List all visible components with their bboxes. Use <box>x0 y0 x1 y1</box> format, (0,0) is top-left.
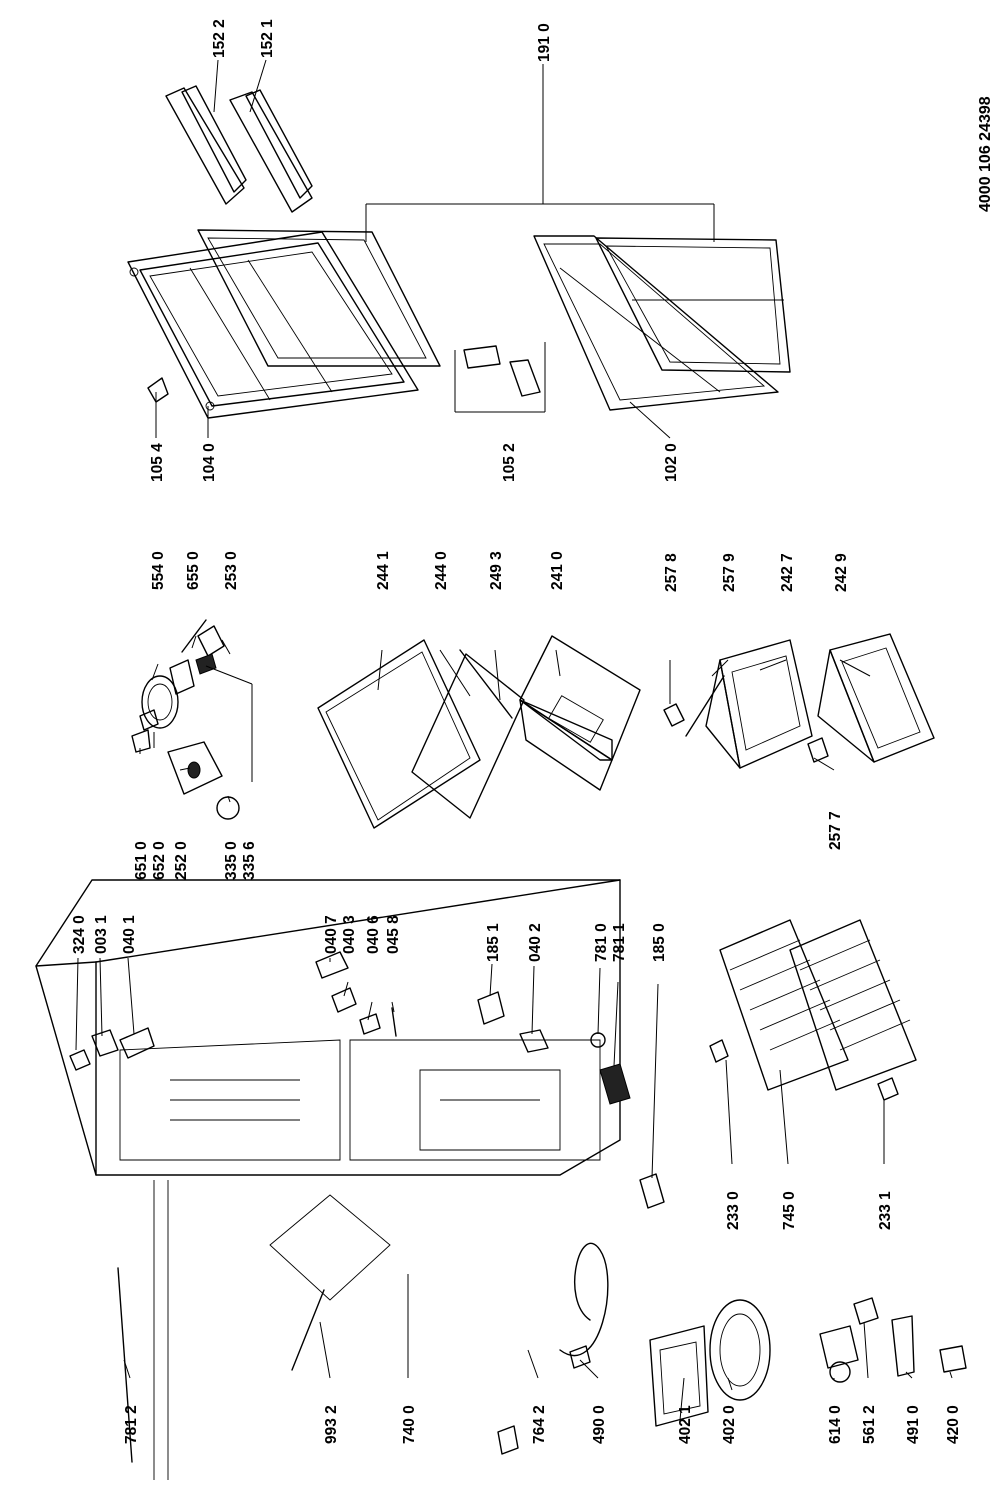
label-4900: 490 0 <box>591 1405 608 1444</box>
label-2330: 233 0 <box>725 1191 742 1230</box>
label-9932: 993 2 <box>323 1405 340 1444</box>
profile-2493 <box>459 649 513 719</box>
door-gasket-upper <box>197 229 441 367</box>
door-shelves <box>165 85 313 213</box>
compressor-group <box>649 1297 967 1427</box>
hinge-parts-1052 <box>463 345 541 397</box>
label-0401: 040 1 <box>121 915 138 954</box>
condenser-fins-7400 <box>153 1180 169 1480</box>
label-7812: 781 2 <box>123 1405 140 1444</box>
cabinet <box>35 879 621 1301</box>
label-1522: 152 2 <box>211 19 228 58</box>
label-0031: 003 1 <box>93 915 110 954</box>
label-6550: 655 0 <box>185 551 202 590</box>
label-3240: 324 0 <box>71 915 88 954</box>
hinge-cover-1054 <box>147 377 169 403</box>
label-1850: 185 0 <box>651 923 668 962</box>
label-0407: 040 7 <box>323 915 340 954</box>
label-3350: 335 0 <box>223 841 240 880</box>
label-1020: 102 0 <box>663 443 680 482</box>
label-4021: 402 1 <box>677 1405 694 1444</box>
label-1521: 152 1 <box>259 19 276 58</box>
label-6140: 614 0 <box>827 1405 844 1444</box>
label-1054: 105 4 <box>149 443 166 482</box>
label-0458: 045 8 <box>385 915 402 954</box>
label-2410: 241 0 <box>549 551 566 590</box>
power-cord-4900 <box>559 1242 609 1369</box>
shelf-2441 <box>317 639 481 829</box>
leader-lines <box>75 59 953 1421</box>
label-0402: 040 2 <box>527 923 544 962</box>
label-2427: 242 7 <box>779 553 796 592</box>
label-7642: 764 2 <box>531 1405 548 1444</box>
label-1851: 185 1 <box>485 923 502 962</box>
label-1910: 191 0 <box>536 23 553 62</box>
label-1040: 104 0 <box>201 443 218 482</box>
label-2578: 257 8 <box>663 553 680 592</box>
label-2579: 257 9 <box>721 553 738 592</box>
small-parts <box>69 1029 665 1463</box>
door-upper <box>127 231 419 419</box>
drawer-2410 <box>519 635 641 791</box>
label-3356: 335 6 <box>241 841 258 880</box>
label-4020: 402 0 <box>721 1405 738 1444</box>
crisper-2427 <box>705 639 813 769</box>
door-hinges <box>119 951 549 1059</box>
label-2577: 257 7 <box>827 811 844 850</box>
label-2440: 244 0 <box>433 551 450 590</box>
label-7810: 781 0 <box>593 923 610 962</box>
label-6520: 652 0 <box>151 841 168 880</box>
label-5540: 554 0 <box>150 551 167 590</box>
document-id: 4000 106 24398 <box>977 96 994 212</box>
label-2331: 233 1 <box>877 1191 894 1230</box>
label-4910: 491 0 <box>905 1405 922 1444</box>
part-labels: 152 2 152 1 191 0 105 4 104 0 105 2 102 … <box>71 19 994 1444</box>
label-0406: 040 6 <box>365 915 382 954</box>
label-7450: 745 0 <box>781 1191 798 1230</box>
label-4200: 420 0 <box>945 1405 962 1444</box>
glass-2440 <box>411 653 525 819</box>
label-6510: 651 0 <box>133 841 150 880</box>
label-7811: 781 1 <box>611 923 628 962</box>
door-gasket-lower <box>595 237 791 373</box>
crisper-2429 <box>817 633 935 763</box>
label-7400: 740 0 <box>401 1405 418 1444</box>
label-2493: 249 3 <box>488 551 505 590</box>
label-1052: 105 2 <box>501 443 518 482</box>
label-0403: 040 3 <box>341 915 358 954</box>
label-2429: 242 9 <box>833 553 850 592</box>
door-lower <box>533 235 779 411</box>
label-2520: 252 0 <box>173 841 190 880</box>
crisper-parts <box>663 675 829 763</box>
label-5612: 561 2 <box>861 1405 878 1444</box>
label-2441: 244 1 <box>375 551 392 590</box>
wire-racks-7450 <box>709 919 917 1101</box>
label-2530: 253 0 <box>223 551 240 590</box>
light-thermostat-parts <box>131 619 240 820</box>
